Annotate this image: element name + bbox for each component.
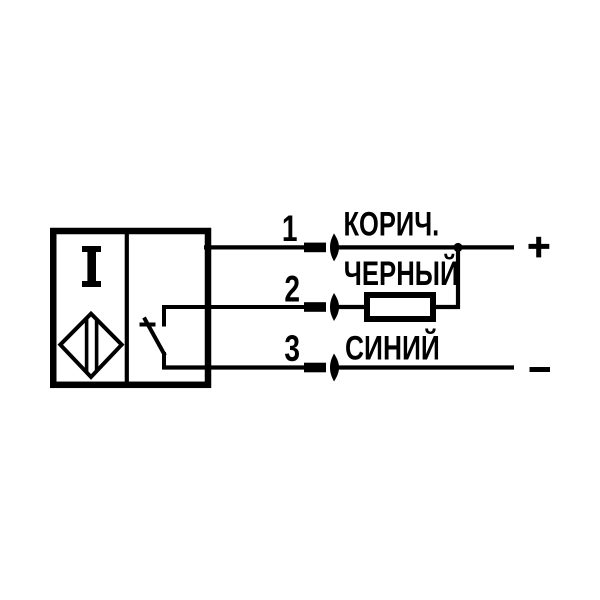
svg-text:СИНИЙ: СИНИЙ [345,329,440,367]
svg-text:1: 1 [282,208,298,250]
svg-text:ЧЕРНЫЙ: ЧЕРНЫЙ [344,255,459,293]
svg-text:2: 2 [284,269,300,311]
svg-text:КОРИЧ.: КОРИЧ. [344,206,440,243]
svg-text:3: 3 [284,328,300,370]
